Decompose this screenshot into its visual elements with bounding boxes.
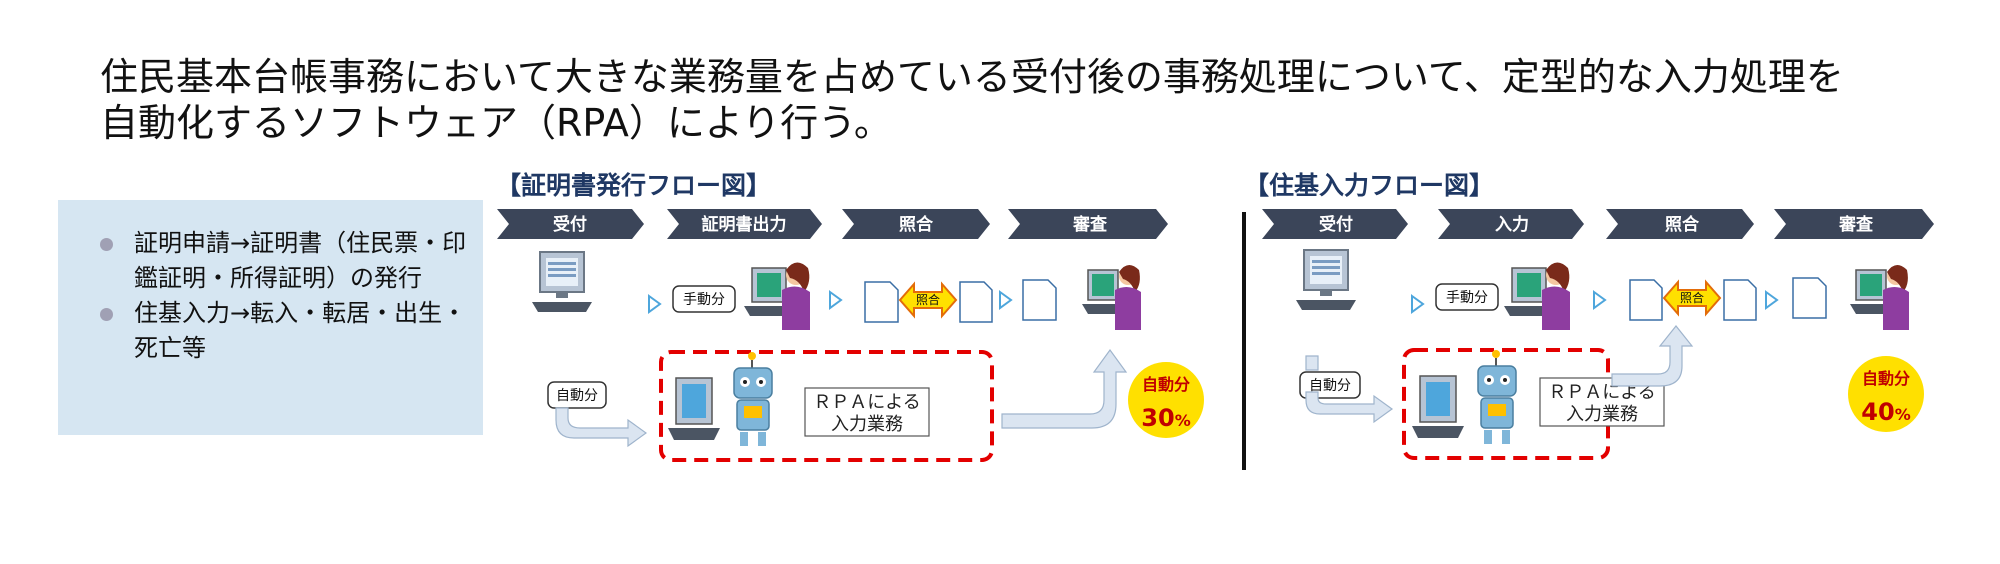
- flow2-manual-tag-label: 手動分: [1446, 290, 1488, 306]
- bullet-box: 証明申請→証明書（住民票・印鑑証明・所得証明）の発行 住基入力→転入・転居・出生…: [58, 200, 483, 435]
- flow1-output-arrow: [1001, 348, 1128, 429]
- bullet-item-certificate: 証明申請→証明書（住民票・印鑑証明・所得証明）の発行: [100, 226, 473, 296]
- flow1-rpa-computer-icon: [668, 377, 720, 440]
- flow2-badge-unit: %: [1895, 405, 1911, 424]
- flow2-reviewer-icon: [1850, 264, 1909, 330]
- bullet-list: 証明申請→証明書（住民票・印鑑証明・所得証明）の発行 住基入力→転入・転居・出生…: [58, 200, 483, 366]
- flow1-manual-tag-label: 手動分: [683, 292, 725, 308]
- flow2-badge-value: 40: [1861, 398, 1894, 426]
- flow1-flow-triangle-1: [648, 294, 662, 314]
- intro-text: 住民基本台帳事務において大きな業務量を占めている受付後の事務処理について、定型的…: [100, 54, 1844, 146]
- flow2-document-review: [1792, 277, 1827, 319]
- svg-text:30%: 30%: [1141, 404, 1190, 432]
- flow1-step-3-chevron: [842, 209, 990, 239]
- flow1-auto-arrow: [555, 407, 648, 448]
- flow1-flow-triangle-3: [999, 290, 1013, 310]
- flow2-auto-arrow: [1305, 355, 1394, 424]
- panel-divider: [1242, 212, 1246, 470]
- flow2-rpa-label-line1: ＲＰＡによる: [1548, 382, 1655, 403]
- flow2-step-2-label: 入力: [1495, 214, 1529, 235]
- flow1-flow-triangle-2: [829, 290, 843, 310]
- flow1-step-2-label: 証明書出力: [702, 214, 787, 235]
- intro-line-1: 住民基本台帳事務において大きな業務量を占めている受付後の事務処理について、定型的…: [100, 55, 1844, 99]
- flow1-step-3-label: 照合: [899, 214, 934, 235]
- flow2-document-right: [1723, 279, 1757, 321]
- flow2-flow-triangle-3: [1765, 290, 1779, 310]
- flow1-reviewer-icon: [1082, 264, 1141, 330]
- flow1-check-label: 照合: [916, 292, 940, 307]
- flow2-reception-computer-icon: [1296, 249, 1356, 310]
- flow1-check-arrow: 照合: [898, 281, 958, 319]
- flow1-auto-badge: 自動分 30%: [1128, 362, 1204, 438]
- flow2-badge-label: 自動分: [1862, 369, 1910, 388]
- flow1-rpa-label-line1: ＲＰＡによる: [813, 392, 920, 413]
- flow1-manual-tag: 手動分: [672, 285, 736, 313]
- flow1-title: 【証明書発行フロー図】: [496, 171, 772, 200]
- flow2-step-1-label: 受付: [1319, 214, 1353, 235]
- flow1-rpa-box: [659, 350, 994, 462]
- flow1-step-4-label: 審査: [1072, 214, 1108, 235]
- flow1-document-left: [864, 281, 899, 323]
- flow2-step-1-chevron: [1262, 209, 1408, 239]
- flow1-badge-unit: %: [1175, 411, 1191, 430]
- bullet-item-resident-input: 住基入力→転入・転居・出生・死亡等: [100, 296, 473, 366]
- flow1-step-2-chevron: [667, 209, 822, 239]
- flow1-robot-icon: [733, 352, 773, 446]
- flow1-rpa-label-line2: 入力業務: [831, 414, 903, 435]
- flow2-check-arrow: 照合: [1662, 279, 1722, 317]
- flow2-check-label: 照合: [1680, 290, 1704, 305]
- flow2-document-left: [1629, 279, 1663, 321]
- flow1-rpa-label-box: ＲＰＡによる 入力業務: [804, 387, 930, 437]
- flow2-manual-tag: 手動分: [1435, 283, 1499, 311]
- flow1-document-review: [1022, 279, 1057, 321]
- flow2-steps: 受付 入力 照合 審査: [1262, 209, 1934, 239]
- flow1-step-1-chevron: [497, 209, 644, 239]
- flow2-worker-icon: [1504, 262, 1570, 330]
- flow2-flow-triangle-2: [1593, 290, 1607, 310]
- svg-text:40%: 40%: [1861, 398, 1910, 426]
- flow1-document-right: [959, 281, 993, 323]
- flow2-flow-triangle-1: [1411, 294, 1425, 314]
- flow2-rpa-label-line2: 入力業務: [1566, 404, 1638, 425]
- flow2-title: 【住基入力フロー図】: [1244, 171, 1495, 200]
- flow2-auto-badge: 自動分 40%: [1848, 356, 1924, 432]
- flow2-rpa-computer-icon: [1412, 375, 1464, 438]
- flow2-step-2-chevron: [1438, 209, 1584, 239]
- flow1-badge-value: 30: [1141, 404, 1174, 432]
- flow1-step-4-chevron: [1008, 209, 1168, 239]
- flow1-steps: 受付 証明書出力 照合 審査: [497, 209, 1168, 239]
- flow2-robot-icon: [1477, 350, 1517, 444]
- flow1-badge-label: 自動分: [1142, 375, 1190, 394]
- flow2-auto-tag-label: 自動分: [1309, 378, 1351, 394]
- flow1-auto-tag: 自動分: [547, 381, 607, 409]
- flow2-step-3-chevron: [1606, 209, 1754, 239]
- flow2-step-3-label: 照合: [1665, 214, 1700, 235]
- flow2-output-arrow: [1611, 325, 1694, 387]
- flow1-step-1-label: 受付: [553, 214, 587, 235]
- flow1-reception-computer-icon: [532, 251, 592, 312]
- flow1-worker-icon: [744, 262, 810, 330]
- intro-line-2: 自動化するソフトウェア（RPA）により行う。: [100, 101, 892, 145]
- flow2-step-4-label: 審査: [1838, 214, 1874, 235]
- flow1-auto-tag-label: 自動分: [556, 388, 598, 404]
- flow2-step-4-chevron: [1774, 209, 1934, 239]
